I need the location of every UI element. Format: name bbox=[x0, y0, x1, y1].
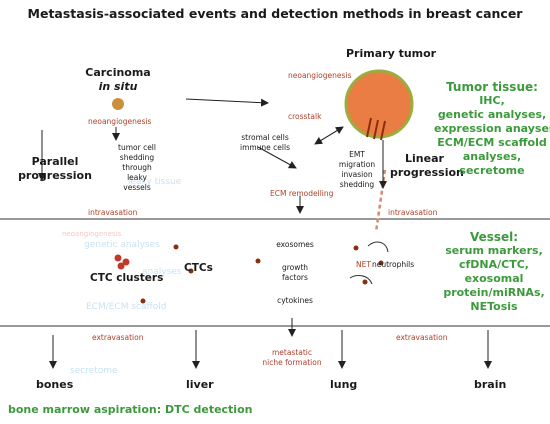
net-trap-upper bbox=[367, 241, 389, 253]
in-situ-label: in situ bbox=[98, 80, 138, 93]
emt-text: EMT migration invasion shedding bbox=[338, 150, 376, 189]
factors-growth: factors bbox=[282, 273, 308, 282]
event-metastatic-niche: niche formation bbox=[262, 358, 322, 367]
ghost-label: ECM/ECM scaffold bbox=[86, 302, 167, 312]
cluster-cell bbox=[114, 254, 122, 262]
parallel-progression-label: progression bbox=[18, 169, 92, 182]
tumor-shedding-streak-2 bbox=[373, 119, 379, 140]
ghost-label: genetic analyses bbox=[84, 240, 160, 250]
tumor-shedding-streak-3 bbox=[380, 120, 386, 141]
carcinoma-label: Carcinoma bbox=[85, 66, 151, 79]
stromal-text: stromal cells immune cells bbox=[239, 133, 290, 152]
in-situ-lesion bbox=[112, 98, 124, 110]
ghost-label: leaky tissue bbox=[128, 177, 182, 187]
ctc-cell bbox=[353, 245, 359, 251]
event-extravasation: extravasation bbox=[396, 333, 448, 342]
organ-bones: bones bbox=[36, 378, 74, 391]
event-intravasation: intravasation bbox=[388, 208, 438, 217]
net-cell bbox=[362, 279, 368, 285]
organ-liver: liver bbox=[186, 378, 214, 391]
cluster-cell bbox=[117, 262, 125, 270]
ctc-clusters-label: CTC clusters bbox=[90, 272, 164, 284]
neutrophils-label: neutrophils bbox=[372, 260, 415, 269]
primary-tumor-label: Primary tumor bbox=[346, 47, 437, 60]
arrow-crosstalk-back bbox=[314, 129, 339, 145]
linear-progression-label: progression bbox=[390, 166, 464, 179]
figure-title: Metastasis-associated events and detecti… bbox=[27, 6, 523, 21]
event-ecm-remodelling: ECM remodelling bbox=[270, 189, 334, 198]
net-label: NET bbox=[356, 260, 371, 269]
ghost-label: secretome bbox=[70, 366, 118, 376]
vessel-detection: Vessel: serum markers, cfDNA/CTC, exosom… bbox=[443, 230, 545, 313]
linear-progression-label: Linear bbox=[405, 152, 444, 165]
event-crosstalk: crosstalk bbox=[288, 112, 322, 121]
primary-tumor-mass bbox=[344, 69, 414, 139]
ghost-label: analyses bbox=[142, 267, 182, 277]
net-cell bbox=[378, 260, 384, 266]
ctc-cell bbox=[255, 258, 261, 264]
bone-marrow-detection: bone marrow aspiration: DTC detection bbox=[8, 403, 253, 416]
organ-brain: brain bbox=[474, 378, 507, 391]
shedding-text: tumor cell shedding through leaky vessel… bbox=[118, 143, 156, 192]
event-neoangiogenesis: neoangiogenesis bbox=[288, 71, 352, 80]
arrow-progression bbox=[185, 98, 269, 107]
factors-growth: growth bbox=[281, 263, 309, 272]
event-intravasation: intravasation bbox=[88, 208, 138, 217]
ctc-cell bbox=[188, 268, 194, 274]
event-neoangiogenesis: neoangiogenesis bbox=[88, 117, 152, 126]
ctcs-label: CTCs bbox=[184, 262, 213, 274]
event-metastatic-niche: metastatic bbox=[271, 348, 313, 357]
ctc-cell bbox=[173, 244, 179, 250]
net-trap-lower bbox=[349, 275, 373, 285]
parallel-progression-label: Parallel bbox=[31, 155, 79, 168]
ctc-cell bbox=[140, 298, 146, 304]
ghost-label: neoangiogenesis bbox=[62, 230, 122, 238]
factors-exosomes: exosomes bbox=[276, 240, 314, 249]
event-extravasation: extravasation bbox=[92, 333, 144, 342]
tumor-tissue-detection: Tumor tissue: IHC, genetic analyses, exp… bbox=[434, 80, 550, 177]
tumor-shedding-streak-1 bbox=[366, 117, 372, 138]
cluster-cell bbox=[122, 258, 130, 266]
arrow-stromal bbox=[257, 146, 297, 169]
factors-cytokines: cytokines bbox=[277, 296, 313, 305]
organ-lung: lung bbox=[330, 378, 358, 391]
